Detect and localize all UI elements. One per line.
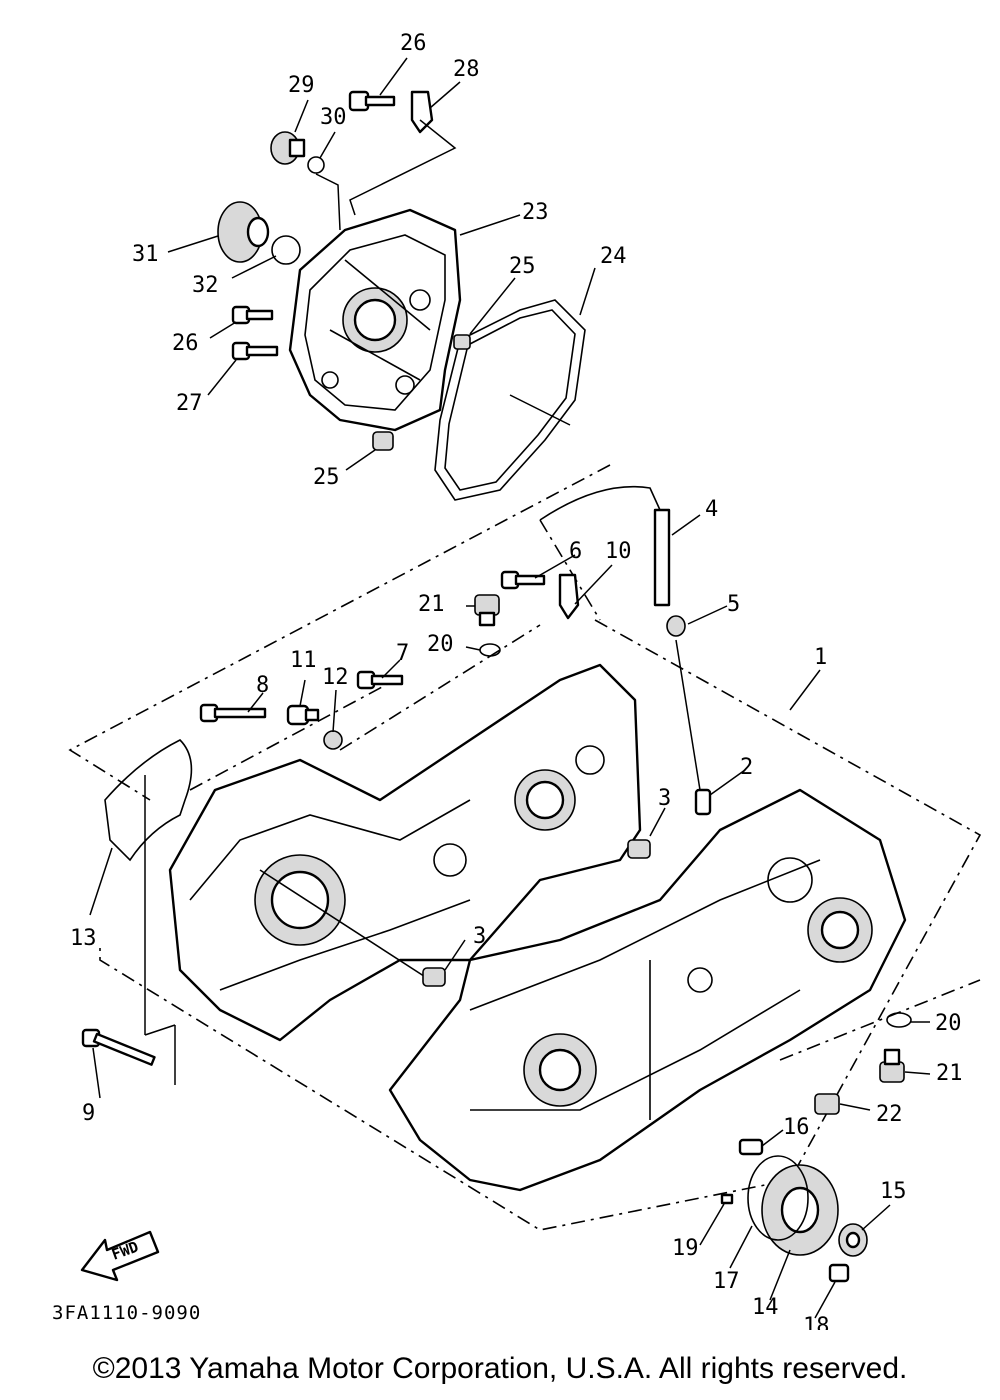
pin-19 [720, 1193, 734, 1205]
exploded-parts-diagram: FWD 1 2 3 3 4 5 6 7 8 9 10 11 12 13 14 1… [68, 31, 982, 1330]
lower-right-parts [720, 1012, 912, 1283]
callout-15: 15 [880, 1179, 907, 1204]
fwd-arrow-icon: FWD [80, 1230, 160, 1282]
bolt-27 [231, 341, 279, 361]
callout-23: 23 [522, 200, 549, 225]
leader-lines [89, 57, 931, 1319]
callout-16: 16 [783, 1115, 810, 1140]
callout-26b: 26 [172, 331, 199, 356]
callout-25a: 25 [509, 254, 536, 279]
copyright-notice: ©2013 Yamaha Motor Corporation, U.S.A. A… [92, 1352, 908, 1385]
callout-3a: 3 [658, 786, 671, 811]
crankcase-left [168, 663, 651, 1042]
screw-18 [828, 1263, 850, 1283]
plug-21-top [474, 594, 500, 627]
callout-3b: 3 [473, 924, 486, 949]
bolt-26-side [231, 305, 274, 325]
callout-21b: 21 [936, 1061, 963, 1086]
callout-19: 19 [672, 1236, 699, 1261]
washer-12 [323, 730, 343, 750]
callout-11: 11 [290, 648, 317, 673]
callout-26a: 26 [400, 31, 427, 56]
callout-24: 24 [600, 244, 627, 269]
callout-18: 18 [803, 1314, 830, 1330]
callout-17: 17 [713, 1269, 740, 1294]
callout-29: 29 [288, 73, 315, 98]
cover-gasket [434, 299, 586, 501]
assembly-boundary-lines [68, 464, 982, 1231]
crankcase-cover-right [288, 208, 462, 432]
plug-21-right [879, 1048, 905, 1083]
o-ring-30 [307, 156, 325, 174]
callout-6: 6 [569, 539, 582, 564]
callout-20b: 20 [935, 1011, 962, 1036]
o-ring-32 [271, 235, 301, 265]
dowel-25-top [453, 334, 471, 350]
gasket-13 [104, 739, 193, 862]
callout-1: 1 [814, 645, 827, 670]
callout-28: 28 [453, 57, 480, 82]
bolt-11 [286, 704, 320, 726]
dowel-25-bottom [372, 431, 394, 451]
callout-31: 31 [132, 242, 159, 267]
clamp-10 [558, 573, 580, 620]
mid-fasteners [81, 570, 580, 1066]
oil-filler-cap-29 [270, 131, 306, 165]
bearing-housing-14 [761, 1164, 839, 1256]
callout-14: 14 [752, 1295, 779, 1320]
callout-25b: 25 [313, 465, 340, 490]
bolt-8 [199, 703, 267, 723]
callout-7: 7 [396, 641, 409, 666]
callout-32: 32 [192, 273, 219, 298]
plug-31 [217, 201, 270, 263]
oil-seal-15 [838, 1223, 868, 1257]
bolt-26-top [348, 90, 396, 112]
callout-2: 2 [740, 755, 753, 780]
o-ring-17 [747, 1155, 809, 1241]
bolt-9 [81, 1028, 156, 1066]
callout-4: 4 [705, 497, 718, 522]
pin-16 [738, 1138, 764, 1156]
washer-20-right [886, 1012, 912, 1028]
breather-hose-group [539, 485, 712, 816]
callout-numbers: 1 2 3 3 4 5 6 7 8 9 10 11 12 13 14 15 16… [70, 31, 963, 1330]
callout-13: 13 [70, 926, 97, 951]
diagram-code: 3FA1110-9090 [52, 1302, 202, 1324]
bolt-7 [356, 670, 404, 690]
upper-small-parts [217, 90, 471, 451]
callout-10: 10 [605, 539, 632, 564]
callout-22: 22 [876, 1102, 903, 1127]
callout-21a: 21 [418, 592, 445, 617]
callout-12: 12 [322, 665, 349, 690]
callout-8: 8 [256, 673, 269, 698]
callout-20a: 20 [427, 632, 454, 657]
washer-20-top [479, 643, 501, 657]
callout-27: 27 [176, 391, 203, 416]
callout-9: 9 [82, 1101, 95, 1126]
bolt-6 [500, 570, 546, 590]
bracket-28 [410, 90, 434, 134]
crankcase-right [388, 788, 907, 1192]
callout-30: 30 [320, 105, 347, 130]
callout-5: 5 [727, 592, 740, 617]
